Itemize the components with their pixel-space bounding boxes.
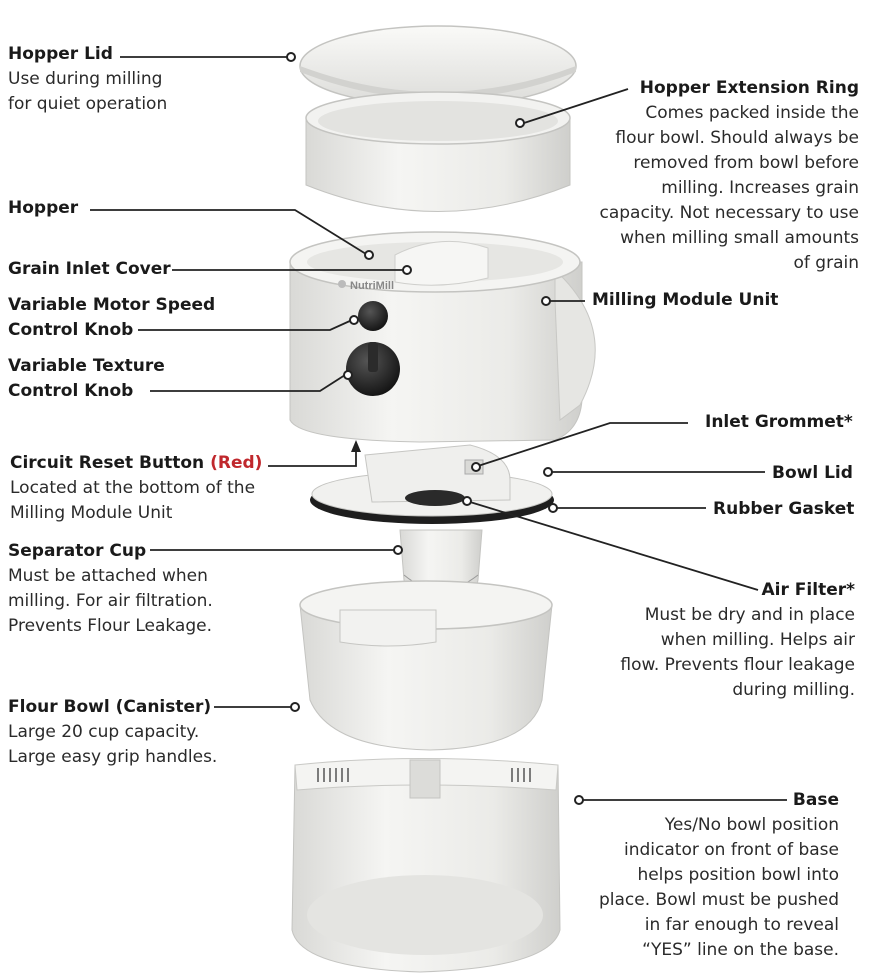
label-desc: Yes/No bowl position xyxy=(664,815,839,835)
bowl-lid xyxy=(310,444,554,524)
hopper-lid xyxy=(299,25,577,107)
label-desc: Use during milling xyxy=(8,69,163,89)
label-desc: flour bowl. Should always be xyxy=(615,128,859,148)
label-desc: Large easy grip handles. xyxy=(8,747,218,767)
label-desc: Prevents Flour Leakage. xyxy=(8,616,212,636)
label-title: Hopper xyxy=(8,198,79,218)
label-separator-cup: Separator Cup Must be attached when mill… xyxy=(8,539,213,639)
label-title: Control Knob xyxy=(8,320,134,340)
label-desc: when milling small amounts xyxy=(620,228,859,248)
label-milling-module-unit: Milling Module Unit xyxy=(592,288,778,313)
label-desc: Must be dry and in place xyxy=(644,605,855,625)
label-title: Separator Cup xyxy=(8,541,147,561)
label-title: Variable Texture xyxy=(8,356,165,376)
label-base: Base Yes/No bowl position indicator on f… xyxy=(599,788,839,963)
label-title: Flour Bowl (Canister) xyxy=(8,697,212,717)
label-rubber-gasket: Rubber Gasket xyxy=(713,497,854,522)
label-desc: milling. For air filtration. xyxy=(8,591,213,611)
label-motor-speed-knob: Variable Motor Speed Control Knob xyxy=(8,293,215,343)
label-desc: “YES” line on the base. xyxy=(642,940,839,960)
label-grain-inlet-cover: Grain Inlet Cover xyxy=(8,257,171,282)
label-inlet-grommet: Inlet Grommet* xyxy=(705,410,853,435)
label-hopper-extension-ring: Hopper Extension Ring Comes packed insid… xyxy=(599,76,859,276)
label-title-red: (Red) xyxy=(210,453,263,473)
label-desc: capacity. Not necessary to use xyxy=(599,203,859,223)
label-circuit-reset: Circuit Reset Button (Red) Located at th… xyxy=(10,451,262,526)
label-title: Bowl Lid xyxy=(772,463,853,483)
label-title: Rubber Gasket xyxy=(713,499,855,519)
label-title: Hopper Lid xyxy=(8,44,113,64)
label-title: Control Knob xyxy=(8,381,134,401)
label-title: Air Filter* xyxy=(761,580,855,600)
label-flour-bowl: Flour Bowl (Canister) Large 20 cup capac… xyxy=(8,695,217,770)
hopper-extension-ring xyxy=(305,91,571,212)
label-desc: Large 20 cup capacity. xyxy=(8,722,200,742)
label-texture-knob: Variable Texture Control Knob xyxy=(8,354,165,404)
motor-speed-knob xyxy=(358,301,388,331)
arrow-up-icon xyxy=(351,440,361,452)
label-hopper: Hopper xyxy=(8,196,78,221)
flour-bowl xyxy=(299,580,553,751)
label-title: Circuit Reset Button xyxy=(10,453,205,473)
milling-module-unit: NutriMill xyxy=(289,231,596,443)
label-title: Hopper Extension Ring xyxy=(639,78,859,98)
label-desc: indicator on front of base xyxy=(624,840,839,860)
label-desc: of grain xyxy=(793,253,860,273)
label-desc: in far enough to reveal xyxy=(644,915,839,935)
air-filter xyxy=(405,490,465,506)
label-desc: when milling. Helps air xyxy=(660,630,855,650)
label-hopper-lid: Hopper Lid Use during milling for quiet … xyxy=(8,42,167,117)
label-title: Milling Module Unit xyxy=(592,290,779,310)
label-desc: for quiet operation xyxy=(8,94,168,114)
leader-lines xyxy=(90,56,787,801)
label-desc: Must be attached when xyxy=(8,566,208,586)
brand-logo-text: NutriMill xyxy=(350,280,394,292)
base xyxy=(291,758,561,973)
leader-dots xyxy=(286,52,584,805)
label-desc: removed from bowl before xyxy=(633,153,859,173)
label-desc: during milling. xyxy=(732,680,855,700)
label-title: Grain Inlet Cover xyxy=(8,259,171,279)
label-desc: Milling Module Unit xyxy=(10,503,173,523)
label-desc: place. Bowl must be pushed xyxy=(598,890,839,910)
label-desc: Located at the bottom of the xyxy=(10,478,256,498)
label-bowl-lid: Bowl Lid xyxy=(772,461,853,486)
label-title: Base xyxy=(792,790,839,810)
label-desc: helps position bowl into xyxy=(637,865,839,885)
label-title: Variable Motor Speed xyxy=(8,295,216,315)
label-title: Inlet Grommet* xyxy=(705,412,853,432)
label-desc: flow. Prevents flour leakage xyxy=(620,655,855,675)
label-desc: Comes packed inside the xyxy=(645,103,859,123)
label-air-filter: Air Filter* Must be dry and in place whe… xyxy=(620,578,855,703)
label-desc: milling. Increases grain xyxy=(661,178,859,198)
